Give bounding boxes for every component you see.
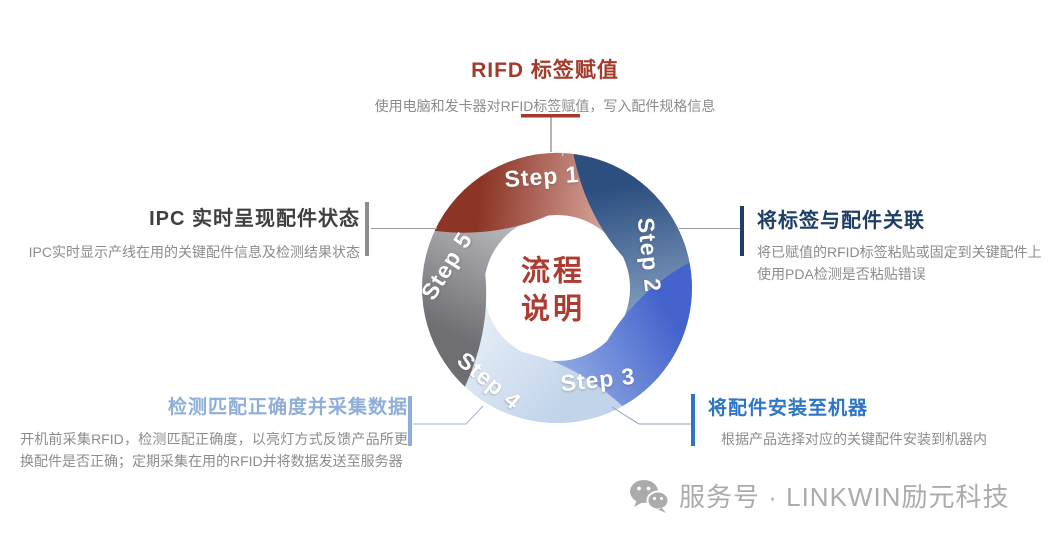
annotation-right-top-desc: 将已赋值的RFID标签粘贴或固定到关键配件上 使用PDA检测是否粘贴错误 <box>757 244 1042 282</box>
annotation-left-top-desc: IPC实时显示产线在用的关键配件信息及检测结果状态 <box>28 244 360 260</box>
annotation-right-bottom: 将配件安装至机器 根据产品选择对应的关键配件安装到机器内 <box>708 393 1053 451</box>
right-top-accent-bar <box>740 206 744 256</box>
annotation-right-bottom-desc: 根据产品选择对应的关键配件安装到机器内 <box>721 431 987 447</box>
annotation-left-bottom-title: 检测匹配正确度并采集数据 <box>167 397 408 418</box>
diagram-center-title: 流程 说明 <box>520 255 586 325</box>
process-swirl <box>422 152 692 424</box>
annotation-top-desc: 使用电脑和发卡器对RFID标签赋值，写入配件规格信息 <box>374 98 716 114</box>
footer-text: 服务号 · LINKWIN励元科技 <box>679 482 1010 512</box>
annotation-top-title: RIFD 标签赋值 <box>471 59 619 82</box>
step-1-label: Step 1 <box>503 160 581 193</box>
step-1-blade-tail-overlay <box>434 152 562 233</box>
left-top-accent-bar <box>365 202 369 256</box>
annotation-right-top-title: 将标签与配件关联 <box>757 210 925 232</box>
annotation-right-bottom-title: 将配件安装至机器 <box>708 398 869 419</box>
annotation-right-top: 将标签与配件关联 将已赋值的RFID标签粘贴或固定到关键配件上 使用PDA检测是… <box>757 204 1057 285</box>
annotation-left-top-title: IPC 实时呈现配件状态 <box>149 208 360 230</box>
annotation-left-bottom: 检测匹配正确度并采集数据 开机前采集RFID，检测匹配正确度，以亮灯方式反馈产品… <box>20 392 408 472</box>
wechat-icon <box>630 479 670 513</box>
annotation-left-top: IPC 实时呈现配件状态 IPC实时显示产线在用的关键配件信息及检测结果状态 <box>10 202 360 264</box>
annotation-top: RIFD 标签赋值 使用电脑和发卡器对RFID标签赋值，写入配件规格信息 <box>330 54 760 118</box>
annotation-left-bottom-desc: 开机前采集RFID，检测匹配正确度，以亮灯方式反馈产品所更换配件是否正确；定期采… <box>20 431 408 469</box>
footer: 服务号 · LINKWIN励元科技 <box>628 477 1009 514</box>
